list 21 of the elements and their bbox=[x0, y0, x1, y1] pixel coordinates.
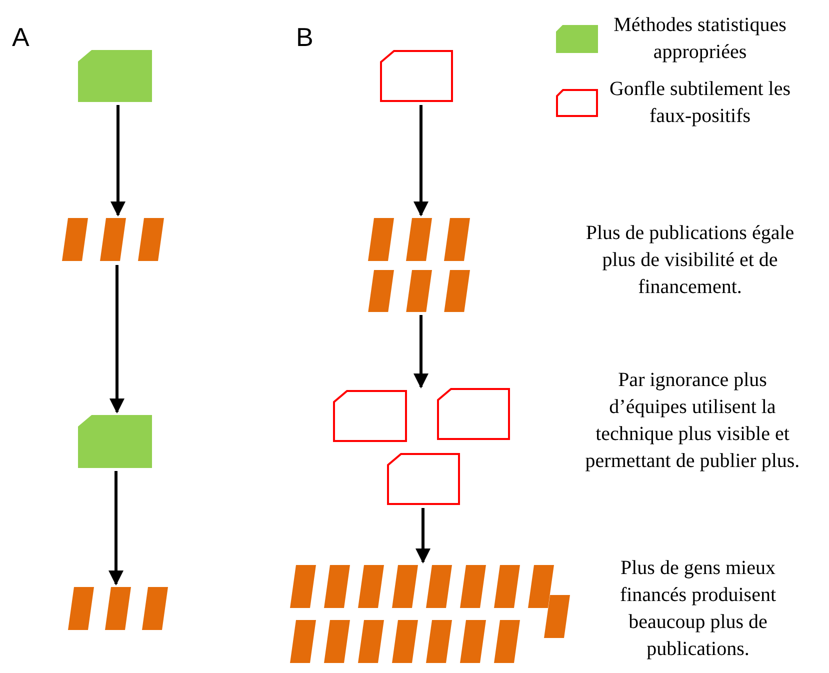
panel-letter: A bbox=[12, 21, 30, 54]
step-description: Plus de publications égale plus de visibilité et de financement. bbox=[584, 221, 796, 300]
publication-bars bbox=[62, 218, 166, 262]
arrow bbox=[414, 315, 428, 388]
arrow bbox=[108, 471, 124, 586]
method-card bbox=[78, 50, 152, 102]
flawed-method-card bbox=[380, 50, 453, 102]
legend-label: Gonfle subtilement les faux-positifs bbox=[608, 77, 792, 129]
arrow bbox=[414, 105, 428, 216]
arrow bbox=[110, 105, 126, 216]
flawed-method-card bbox=[437, 388, 510, 440]
method-card bbox=[78, 415, 152, 468]
arrow bbox=[416, 508, 430, 564]
panel-letter: B bbox=[296, 21, 314, 54]
publication-bars bbox=[68, 587, 168, 630]
flawed-method-card bbox=[387, 453, 460, 505]
legend-label: Méthodes statistiques appropriées bbox=[612, 13, 788, 65]
flawed-method-card bbox=[333, 390, 407, 442]
step-description: Plus de gens mieux financés produisent beaucoup plus de publications. bbox=[618, 556, 778, 662]
arrow bbox=[110, 265, 124, 414]
step-description: Par ignorance plus d’équipes utilisent la technique plus visible et permettant de publier plus. bbox=[584, 368, 801, 474]
